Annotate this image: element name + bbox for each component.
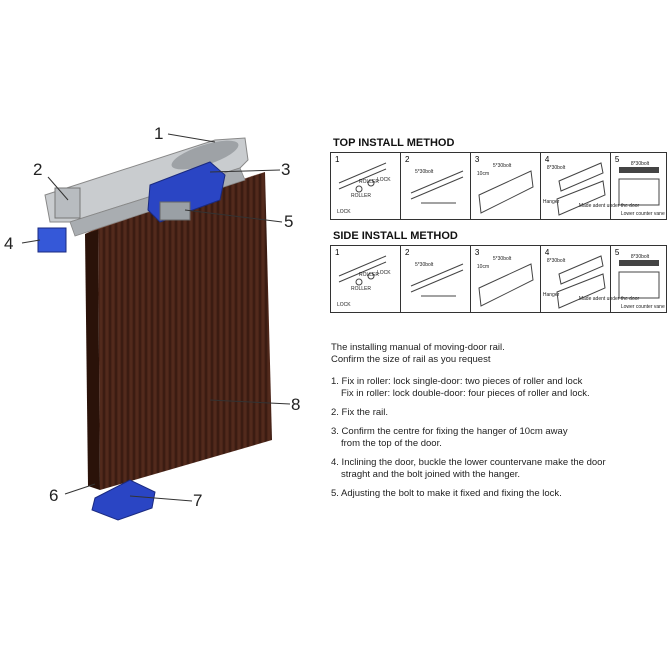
step-sketch [556,162,606,216]
callout-1: 1 [154,124,164,143]
step-sketch [410,170,464,204]
door-front [98,172,272,490]
step-number: 3 [474,155,480,164]
step-label: Hanger [542,199,560,205]
manual-step: 2. Fix the rail. [331,407,389,418]
step-number: 2 [404,248,410,257]
step-label: ROLLER [351,286,372,292]
step-label: 8*30bolt [630,254,650,260]
step-label: LOCK [377,270,391,276]
step-number: 5 [614,248,620,257]
callout-2: 2 [33,160,43,179]
side-install-title: SIDE INSTALL METHOD [333,230,458,242]
top-install-title: TOP INSTALL METHOD [333,137,455,149]
manual-step: 5. Adjusting the bolt to make it fixed a… [331,488,562,499]
callout-6: 6 [49,486,59,505]
floor-guide [91,479,156,521]
step-label: Hanger [542,292,560,298]
step-number: 4 [544,155,550,164]
step-number: 4 [544,248,550,257]
top-step-2: 2 5*30bolt [401,153,471,219]
installation-manual: The installing manual of moving-door rai… [331,342,606,507]
manual-step: 1. Fix in roller: lock single-door: two … [331,376,590,399]
step-sketch [618,260,660,299]
step-sketch [478,170,534,214]
manual-step: 3. Confirm the centre for fixing the han… [331,426,568,449]
step-sketch [618,167,660,206]
step-sketch [338,162,387,193]
callout-8: 8 [291,395,301,414]
step-label: 10cm [476,171,490,177]
callout-3: 3 [281,160,291,179]
step-label: Lower counter vane [620,211,665,217]
door-side [85,228,100,490]
step-label: 5*30bolt [414,169,434,175]
step-number: 5 [614,155,620,164]
step-sketch [410,263,464,297]
callout-7: 7 [193,491,203,510]
lock-block [37,227,67,253]
step-label: Made adent under the door [578,296,640,302]
callout-5: 5 [284,212,294,231]
step-label: LOCK [337,209,351,215]
step-label: ROLLER [359,272,380,278]
step-sketch [556,255,606,309]
step-label: 8*30bolt [546,165,566,171]
step-label: 5*30bolt [492,256,512,262]
intro-line: The installing manual of moving-door rai… [331,342,505,353]
step-label: ROLLER [359,179,380,185]
step-label: 5*30bolt [492,163,512,169]
step-label: ROLLER [351,193,372,199]
step-number: 1 [335,155,340,164]
step-label: Made adent under the door [578,203,640,209]
manual-step: 4. Inclining the door, buckle the lower … [331,457,606,480]
step-label: LOCK [337,302,351,308]
step-number: 3 [474,248,480,257]
step-number: 1 [335,248,340,257]
step-label: 5*30bolt [414,262,434,268]
step-number: 2 [404,155,410,164]
step-label: 8*30bolt [630,161,650,167]
step-sketch [478,263,534,307]
step-label: 8*30bolt [546,258,566,264]
door-rail-illustration [21,133,291,521]
step-label: 10cm [476,264,490,270]
side-step-2: 2 5*30bolt [401,246,471,312]
intro-line: Confirm the size of rail as you request [331,354,491,365]
callout-4: 4 [4,234,14,253]
step-label: Lower counter vane [620,304,665,310]
step-label: LOCK [377,177,391,183]
step-sketch [338,255,387,286]
